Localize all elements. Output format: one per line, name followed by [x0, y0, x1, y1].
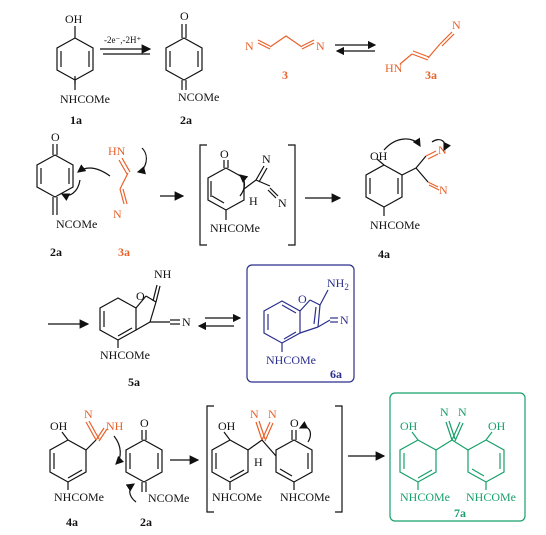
compound-id-3a: 3a: [118, 245, 130, 259]
compound-id-1a: 1a: [70, 113, 82, 127]
compound-id-2a: 2a: [140, 515, 152, 529]
label-oh-left: OH: [400, 419, 418, 433]
label-n: N: [340, 313, 349, 327]
label-o: O: [140, 416, 149, 430]
label-nhcome: NHCOMe: [210, 221, 260, 235]
highlight-box-6a: [246, 264, 355, 383]
label-n-top: N: [438, 143, 447, 157]
compound-id-3a: 3a: [425, 68, 437, 82]
compound-5a: NH O N NHCOMe 5a: [99, 267, 191, 389]
compound-id-3: 3: [282, 68, 288, 82]
compound-2a: O NCOMe 2a: [165, 9, 219, 127]
label-nhcome-left: NHCOMe: [212, 490, 262, 504]
label-n-top: N: [262, 152, 271, 166]
label-n-left: N: [245, 39, 254, 53]
label-oh: OH: [370, 149, 388, 163]
oxidation-label: -2e⁻,-2H⁺: [104, 35, 141, 45]
compound-id-4a: 4a: [378, 247, 390, 261]
compound-2a-row4: O NCOMe 2a: [125, 416, 189, 529]
intermediate-bracket-2: OH N N O H NHCOMe NHCOMe: [206, 405, 343, 513]
label-ncome: NCOMe: [178, 90, 219, 104]
label-n-left: N: [440, 405, 449, 419]
label-h: H: [254, 455, 263, 469]
label-o: O: [220, 147, 229, 161]
label-oh: OH: [218, 419, 236, 433]
label-oh-right: OH: [488, 419, 506, 433]
label-n: N: [182, 315, 191, 329]
compound-id-5a: 5a: [128, 375, 140, 389]
compound-4a: OH N N NHCOMe 4a: [365, 137, 451, 261]
label-nhcome: NHCOMe: [100, 348, 150, 362]
label-hn: HN: [108, 144, 126, 158]
compound-id-2a: 2a: [180, 113, 192, 127]
label-nhcome-right: NHCOMe: [466, 490, 516, 504]
label-hn: HN: [385, 61, 403, 75]
compound-7a: N N OH OH NHCOMe NHCOMe 7a: [389, 392, 526, 522]
label-nhcome: NHCOMe: [370, 218, 420, 232]
compound-3: N N 3: [245, 35, 325, 82]
label-nh2: NH2: [327, 276, 349, 292]
compound-1a: OH NHCOMe 1a: [56, 12, 110, 127]
label-n-right: N: [316, 39, 325, 53]
label-h: H: [249, 194, 258, 208]
label-ncome: NCOMe: [56, 217, 97, 231]
label-nh: NH: [154, 267, 172, 281]
intermediate-bracket-1: O H N N NHCOMe: [199, 144, 296, 246]
oxidation-arrow: -2e⁻,-2H⁺: [100, 35, 152, 55]
compound-id-7a: 7a: [454, 506, 466, 520]
compound-3a-row2: HN N 3a: [77, 144, 147, 259]
label-nhcome: NHCOMe: [266, 353, 316, 367]
label-ncome: NCOMe: [148, 491, 189, 505]
compound-3a: HN N 3a: [385, 18, 461, 82]
compound-6a: NH2 O N NHCOMe 6a: [246, 264, 355, 383]
label-o: O: [298, 292, 307, 306]
label-o: O: [51, 130, 60, 144]
label-n-left: N: [250, 407, 259, 421]
label-n-bottom: N: [278, 196, 287, 210]
label-oh: OH: [65, 12, 83, 26]
label-o: O: [136, 289, 145, 303]
label-n-right: N: [458, 405, 467, 419]
equilibrium-arrow-2: [197, 313, 242, 331]
label-oh: OH: [50, 419, 68, 433]
label-o: O: [290, 416, 299, 430]
label-nhcome: NHCOMe: [60, 92, 110, 106]
label-n: N: [452, 18, 461, 32]
label-nhcome-right: NHCOMe: [280, 490, 330, 504]
highlight-box-7a: [389, 392, 526, 522]
equilibrium-arrow-1: [335, 40, 377, 56]
label-n-bottom: N: [439, 183, 448, 197]
label-nh: NH: [106, 419, 124, 433]
label-nhcome-left: NHCOMe: [400, 490, 450, 504]
label-o: O: [180, 9, 189, 23]
label-n: N: [84, 407, 93, 421]
compound-2a-row2: O NCOMe 2a: [36, 130, 97, 259]
compound-id-4a: 4a: [66, 515, 78, 529]
label-nhcome: NHCOMe: [54, 490, 104, 504]
compound-id-6a: 6a: [330, 367, 342, 381]
label-n: N: [113, 207, 122, 221]
compound-4a-row4: N NH OH NHCOMe 4a: [49, 407, 125, 529]
compound-id-2a: 2a: [50, 245, 62, 259]
label-n-right: N: [268, 407, 277, 421]
